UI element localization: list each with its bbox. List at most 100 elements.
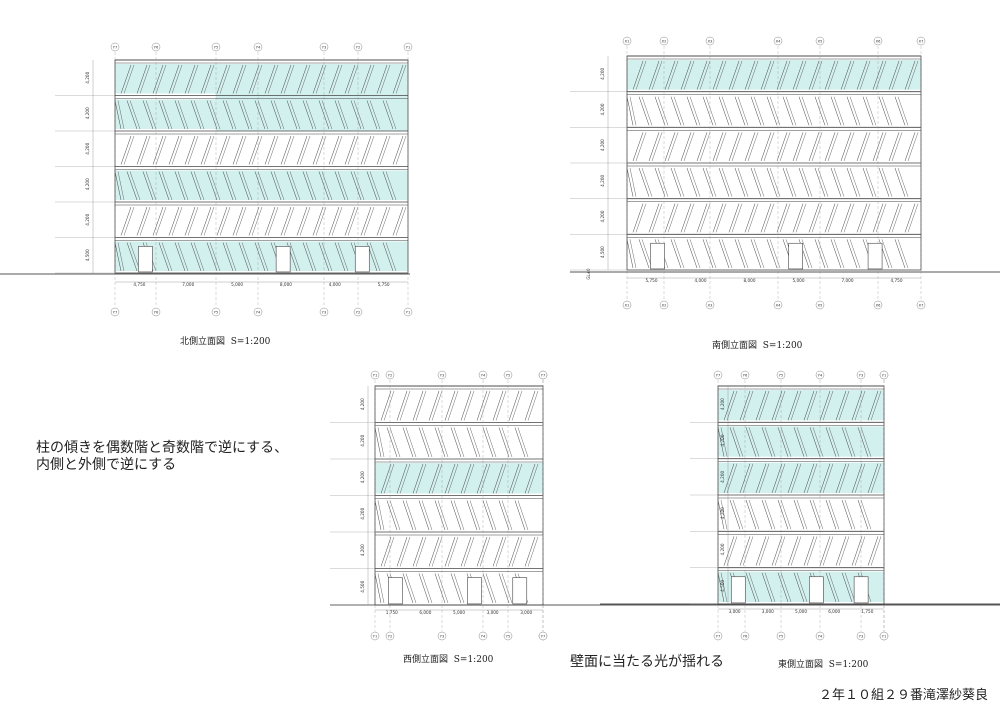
south-diagonal-column — [626, 167, 634, 197]
north-span-dimension: 5,000 — [231, 282, 243, 287]
west-diagonal-column — [447, 390, 459, 421]
east-grid-bubble — [776, 370, 786, 380]
north-diagonal-column — [171, 64, 183, 94]
east-entrance-door — [853, 576, 869, 604]
north-diagonal-column — [257, 171, 269, 201]
north-diagonal-column — [209, 100, 221, 130]
west-diagonal-column — [396, 463, 408, 494]
north-diagonal-column — [145, 171, 157, 201]
east-diagonal-column — [806, 536, 818, 566]
north-diagonal-column — [369, 100, 381, 130]
east-diagonal-column — [796, 427, 808, 457]
north-diagonal-column — [187, 135, 199, 165]
south-diagonal-column — [849, 96, 861, 126]
west-floor-height: 4,200 — [360, 471, 365, 483]
south-diagonal-column — [728, 203, 740, 233]
south-diagonal-column — [699, 60, 711, 90]
north-diagonal-column — [344, 206, 356, 236]
south-diagonal-column — [638, 96, 650, 126]
author-credit: ２年１０組２９番滝澤紗葵良 — [818, 688, 988, 703]
north-diagonal-column — [283, 135, 295, 165]
south-diagonal-column — [667, 60, 679, 90]
west-grid-bubble — [503, 631, 513, 641]
west-diagonal-column — [431, 463, 443, 494]
south-grid-label: X3 — [708, 304, 713, 308]
north-diagonal-column — [238, 242, 250, 272]
east-diagonal-column — [732, 499, 744, 530]
west-diagonal-column — [460, 463, 472, 494]
east-diagonal-column — [803, 536, 815, 566]
east-diagonal-column — [742, 536, 754, 566]
north-floor-height: 4,200 — [85, 71, 90, 83]
east-diagonal-column — [838, 390, 850, 421]
east-diagonal-column — [777, 499, 789, 530]
north-diagonal-column — [299, 135, 311, 165]
west-diagonal-column — [402, 427, 414, 458]
south-diagonal-column — [680, 60, 692, 90]
west-diagonal-column — [437, 427, 449, 458]
south-diagonal-column — [843, 60, 855, 90]
east-diagonal-column — [755, 463, 767, 494]
east-diagonal-column — [790, 536, 802, 566]
north-diagonal-column — [200, 206, 212, 236]
north-diagonal-column — [251, 206, 263, 236]
north-diagonal-column — [360, 135, 372, 165]
east-diagonal-column — [745, 572, 757, 603]
west-diagonal-column — [479, 390, 491, 421]
east-diagonal-column — [742, 390, 754, 421]
north-diagonal-column — [363, 206, 375, 236]
west-diagonal-column — [405, 573, 417, 604]
south-grid-label: X1 — [625, 40, 630, 44]
south-diagonal-column — [830, 239, 842, 269]
south-diagonal-column — [721, 96, 733, 126]
south-diagonal-column — [833, 239, 845, 269]
west-diagonal-column — [463, 390, 475, 421]
west-diagonal-column — [399, 390, 411, 421]
south-diagonal-column — [712, 60, 724, 90]
west-diagonal-column — [377, 500, 385, 531]
north-diagonal-column — [161, 242, 173, 272]
south-grid-label: X7 — [919, 40, 924, 44]
north-diagonal-column — [206, 171, 218, 201]
south-diagonal-column — [875, 60, 887, 90]
east-diagonal-column — [835, 536, 847, 566]
north-grid-bubble — [151, 42, 161, 52]
north-diagonal-column — [257, 100, 269, 130]
south-diagonal-column — [731, 60, 743, 90]
north-diagonal-column — [350, 100, 362, 130]
west-diagonal-column — [476, 536, 488, 567]
north-diagonal-column — [267, 64, 279, 94]
north-diagonal-column — [123, 64, 135, 94]
south-floor-height: 4,200 — [600, 68, 605, 80]
west-diagonal-column — [495, 390, 507, 421]
east-diagonal-column — [720, 572, 728, 603]
west-diagonal-column — [402, 500, 414, 531]
south-diagonal-column — [897, 167, 909, 197]
south-diagonal-column — [824, 203, 836, 233]
south-diagonal-column — [798, 167, 810, 197]
south-diagonal-column — [859, 132, 871, 162]
south-diagonal-column — [782, 167, 794, 197]
west-diagonal-column — [428, 390, 440, 421]
east-grid-label: Y7 — [716, 374, 720, 378]
east-diagonal-column — [860, 499, 872, 530]
north-diagonal-column — [209, 171, 221, 201]
north-grid-label: Y1 — [406, 46, 410, 50]
west-diagonal-column — [415, 536, 427, 567]
east-grid-bubble — [879, 631, 889, 641]
west-diagonal-column — [463, 463, 475, 494]
north-diagonal-column — [270, 171, 282, 201]
south-diagonal-column — [865, 167, 877, 197]
north-diagonal-column — [193, 171, 205, 201]
north-entrance-door — [354, 246, 370, 273]
south-diagonal-column — [769, 96, 781, 126]
south-diagonal-column — [744, 60, 756, 90]
south-diagonal-column — [824, 132, 836, 162]
north-diagonal-column — [174, 171, 186, 201]
east-diagonal-column — [780, 572, 792, 603]
north-diagonal-column — [385, 171, 397, 201]
south-diagonal-column — [629, 167, 637, 197]
west-floor-height: 4,200 — [360, 398, 365, 410]
south-diagonal-column — [888, 203, 900, 233]
west-grid-label: Y5 — [506, 635, 510, 639]
